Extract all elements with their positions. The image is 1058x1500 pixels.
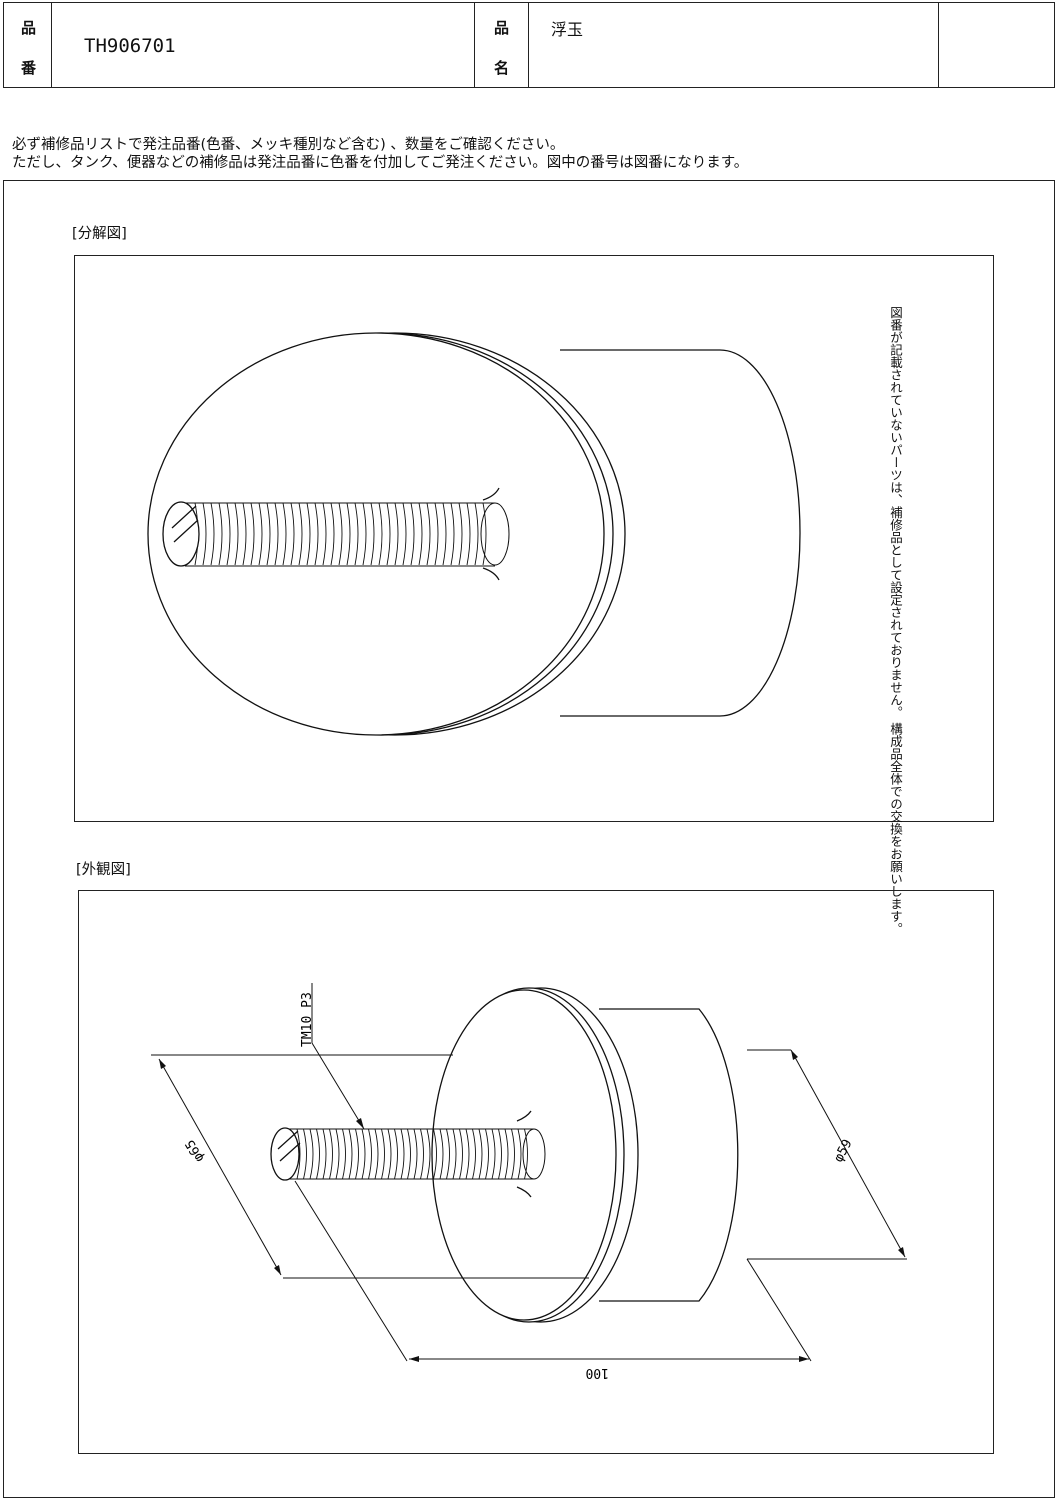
thread-ring bbox=[472, 1128, 476, 1180]
part-name-label-top: 品 bbox=[494, 19, 510, 37]
thread-ring bbox=[370, 502, 375, 566]
notice-line-1: 必ず補修品リストで発注品番(色番、メッキ種別など含む) 、数量をご確認ください。 bbox=[12, 137, 565, 153]
thread-ring bbox=[426, 1128, 431, 1180]
thread-ring bbox=[466, 502, 471, 566]
thread-ring bbox=[226, 502, 231, 566]
thread-ring bbox=[298, 502, 303, 566]
thread-ring bbox=[386, 502, 391, 566]
exploded-view-frame: 図番が記載されていないパーツは、補修品として設定されておりません。 構成品全体で… bbox=[74, 255, 994, 935]
thread-ring bbox=[354, 502, 359, 566]
thread-ring bbox=[504, 1128, 509, 1180]
thread-ring bbox=[433, 1128, 437, 1180]
thread-ring bbox=[378, 502, 383, 566]
thread-ring bbox=[524, 1128, 528, 1180]
thread-ring bbox=[368, 1128, 372, 1180]
thread-ring bbox=[420, 1128, 424, 1180]
thread-ring bbox=[342, 1128, 346, 1180]
thread-ring bbox=[511, 1128, 515, 1180]
exploded-note-line-2: 構成品全体での交換をお願いします。 bbox=[888, 722, 903, 935]
thread-ring bbox=[362, 502, 367, 566]
thread-ring bbox=[482, 502, 487, 566]
exploded-view-drawing bbox=[147, 332, 801, 736]
thread-ring bbox=[314, 502, 319, 566]
thread-ring bbox=[394, 502, 399, 566]
thread-ring bbox=[250, 502, 255, 566]
thread-ring bbox=[394, 1128, 398, 1180]
blank-cell bbox=[939, 3, 1054, 87]
thread-ring bbox=[450, 502, 455, 566]
thread-ring bbox=[374, 1128, 379, 1180]
part-name-cell: 浮玉 bbox=[529, 3, 939, 87]
part-name-value: 浮玉 bbox=[551, 20, 584, 39]
title-block: 品 番 TH906701 品 名 浮玉 bbox=[3, 2, 1055, 88]
thread-ring bbox=[346, 502, 351, 566]
thread-ring bbox=[426, 502, 431, 566]
thread-ring bbox=[202, 502, 207, 566]
thread-ring bbox=[218, 502, 223, 566]
exploded-note: 図番が記載されていないパーツは、補修品として設定されておりません。 構成品全体で… bbox=[887, 306, 903, 935]
exterior-view-drawing: TM10 P3 φ65 φ59 100 bbox=[151, 983, 907, 1380]
thread-ring bbox=[452, 1128, 457, 1180]
part-number-label-cell: 品 番 bbox=[4, 3, 52, 87]
thread-ring bbox=[446, 1128, 450, 1180]
part-number-label-bottom: 番 bbox=[21, 59, 37, 77]
thread-ring bbox=[517, 1128, 522, 1180]
exterior-view-label: [外観図] bbox=[76, 862, 131, 878]
thread-ring bbox=[306, 502, 311, 566]
thread-ring bbox=[459, 1128, 463, 1180]
thread-ring bbox=[309, 1128, 314, 1180]
thread-ring bbox=[258, 502, 263, 566]
thread-ring bbox=[355, 1128, 359, 1180]
thread-ring bbox=[458, 502, 463, 566]
thread-ring bbox=[485, 1128, 489, 1180]
thread-ring bbox=[234, 502, 239, 566]
thread-ring bbox=[290, 502, 295, 566]
thread-ring bbox=[335, 1128, 340, 1180]
thread-ring bbox=[329, 1128, 333, 1180]
thread-ring bbox=[402, 502, 407, 566]
thread-ring bbox=[387, 1128, 392, 1180]
thread-ring bbox=[381, 1128, 385, 1180]
thread-ring bbox=[465, 1128, 470, 1180]
thread-ring bbox=[474, 502, 479, 566]
thread-ring bbox=[361, 1128, 366, 1180]
thread-ring bbox=[478, 1128, 483, 1180]
thread-ring bbox=[498, 1128, 502, 1180]
thread-ring bbox=[296, 1128, 301, 1180]
thread-ring bbox=[316, 1128, 320, 1180]
thread-ring bbox=[418, 502, 423, 566]
exploded-note-line-1: 図番が記載されていないパーツは、補修品として設定されておりません。 bbox=[888, 306, 903, 719]
thread-ring bbox=[434, 502, 439, 566]
exploded-view-label: [分解図] bbox=[72, 226, 127, 242]
thread-ring bbox=[330, 502, 335, 566]
thread-ring bbox=[400, 1128, 405, 1180]
thread-ring bbox=[442, 502, 447, 566]
part-name-label-bottom: 名 bbox=[494, 59, 510, 77]
thread-ring bbox=[407, 1128, 411, 1180]
exterior-view-frame: TM10 P3 φ65 φ59 100 bbox=[78, 890, 994, 1454]
thread-ring bbox=[242, 502, 247, 566]
thread-ring bbox=[274, 502, 279, 566]
thread-ring bbox=[282, 502, 287, 566]
part-number-value: TH906701 bbox=[84, 35, 176, 57]
thread-ring bbox=[439, 1128, 444, 1180]
thread-ring bbox=[491, 1128, 496, 1180]
thread-ring bbox=[322, 502, 327, 566]
drawing-sheet bbox=[3, 180, 1055, 1498]
thread-ring bbox=[413, 1128, 418, 1180]
part-number-cell: TH906701 bbox=[52, 3, 475, 87]
length-100-label: 100 bbox=[586, 1365, 609, 1380]
thread-spec-label: TM10 P3 bbox=[300, 992, 315, 1047]
thread-ring bbox=[338, 502, 343, 566]
diameter-65-label: φ65 bbox=[183, 1137, 208, 1165]
thread-ring bbox=[348, 1128, 353, 1180]
thread-ring bbox=[210, 502, 215, 566]
notice-line-2: ただし、タンク、便器などの補修品は発注品番に色番を付加してご発注ください。図中の… bbox=[12, 155, 749, 171]
part-name-label-cell: 品 名 bbox=[475, 3, 529, 87]
thread-ring bbox=[410, 502, 415, 566]
part-number-label-top: 品 bbox=[21, 19, 37, 37]
thread-ring bbox=[266, 502, 271, 566]
thread-ring bbox=[322, 1128, 327, 1180]
thread-ring bbox=[303, 1128, 307, 1180]
